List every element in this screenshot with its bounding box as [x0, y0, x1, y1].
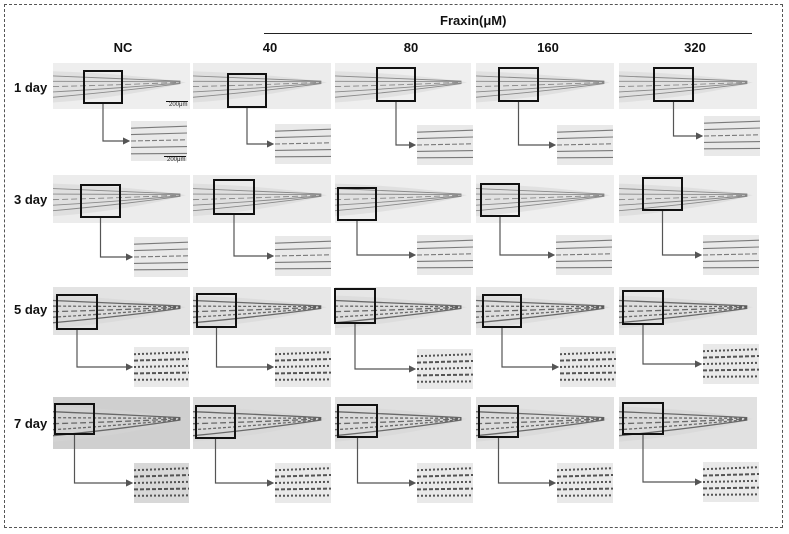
selection-box-1-40: [227, 73, 267, 108]
selection-box-4-160: [478, 405, 519, 438]
zoom-inset-3-nc: [134, 347, 189, 387]
column-header-160: 160: [537, 40, 559, 55]
selection-box-2-80: [337, 187, 377, 221]
selection-box-1-160: [498, 67, 539, 102]
zoom-inset-3-160: [560, 347, 616, 387]
column-header-80: 80: [403, 40, 419, 55]
figure-frame: [4, 4, 783, 528]
selection-box-4-80: [337, 404, 378, 438]
zoom-inset-1-80: [417, 125, 473, 165]
micrograph-4-320: [619, 397, 757, 449]
selection-box-2-320: [642, 177, 683, 211]
zoom-inset-1-320: [704, 116, 760, 156]
scale-bar-main-label: 200μm: [169, 102, 188, 108]
selection-box-3-80: [334, 288, 376, 324]
fraxin-group-label: Fraxin(μM): [440, 13, 507, 28]
zoom-inset-4-320: [703, 462, 759, 502]
micrograph-2-320: [619, 175, 757, 223]
column-header-40: 40: [262, 40, 278, 55]
zoom-inset-4-80: [417, 463, 473, 503]
fraxin-group-line: [264, 33, 752, 35]
scale-bar-zoom: [164, 156, 186, 157]
zoom-inset-1-160: [557, 125, 613, 165]
row-label-3-day: 3 day: [14, 192, 48, 207]
selection-box-3-320: [622, 290, 664, 325]
micrograph-1-160: [476, 63, 614, 109]
selection-box-1-320: [653, 67, 694, 102]
zoom-inset-3-40: [275, 347, 331, 387]
selection-box-1-nc: [83, 70, 123, 104]
zoom-inset-2-40: [275, 236, 331, 276]
selection-box-3-40: [196, 293, 237, 328]
zoom-inset-2-nc: [134, 237, 188, 277]
column-header-nc: NC: [113, 40, 133, 55]
selection-box-2-nc: [80, 184, 121, 218]
selection-box-4-320: [622, 402, 664, 435]
row-label-1-day: 1 day: [14, 80, 48, 95]
zoom-inset-1-40: [275, 124, 331, 164]
selection-box-2-40: [213, 179, 255, 215]
zoom-inset-4-nc: [134, 463, 189, 503]
zoom-inset-3-80: [417, 349, 473, 389]
micrograph-1-40: [193, 63, 331, 109]
micrograph-1-80: [335, 63, 471, 109]
selection-box-3-nc: [56, 294, 98, 330]
zoom-inset-1-nc: [131, 121, 187, 161]
micrograph-2-nc: [53, 175, 190, 223]
selection-box-4-40: [195, 405, 236, 439]
scale-bar-main: [166, 101, 188, 102]
selection-box-4-nc: [54, 403, 95, 435]
row-label-5-day: 5 day: [14, 302, 48, 317]
selection-box-1-80: [376, 67, 416, 102]
selection-box-3-160: [482, 294, 522, 328]
zoom-inset-4-40: [275, 463, 331, 503]
zoom-inset-2-320: [703, 235, 759, 275]
micrograph-2-40: [193, 175, 331, 223]
selection-box-2-160: [480, 183, 520, 217]
zoom-inset-3-320: [703, 344, 759, 384]
scale-bar-zoom-label: 200μm: [167, 157, 186, 163]
zoom-inset-2-80: [417, 235, 473, 275]
zoom-inset-4-160: [557, 463, 613, 503]
micrograph-2-80: [335, 175, 471, 223]
zoom-inset-2-160: [556, 235, 612, 275]
column-header-320: 320: [684, 40, 706, 55]
row-label-7-day: 7 day: [14, 416, 48, 431]
